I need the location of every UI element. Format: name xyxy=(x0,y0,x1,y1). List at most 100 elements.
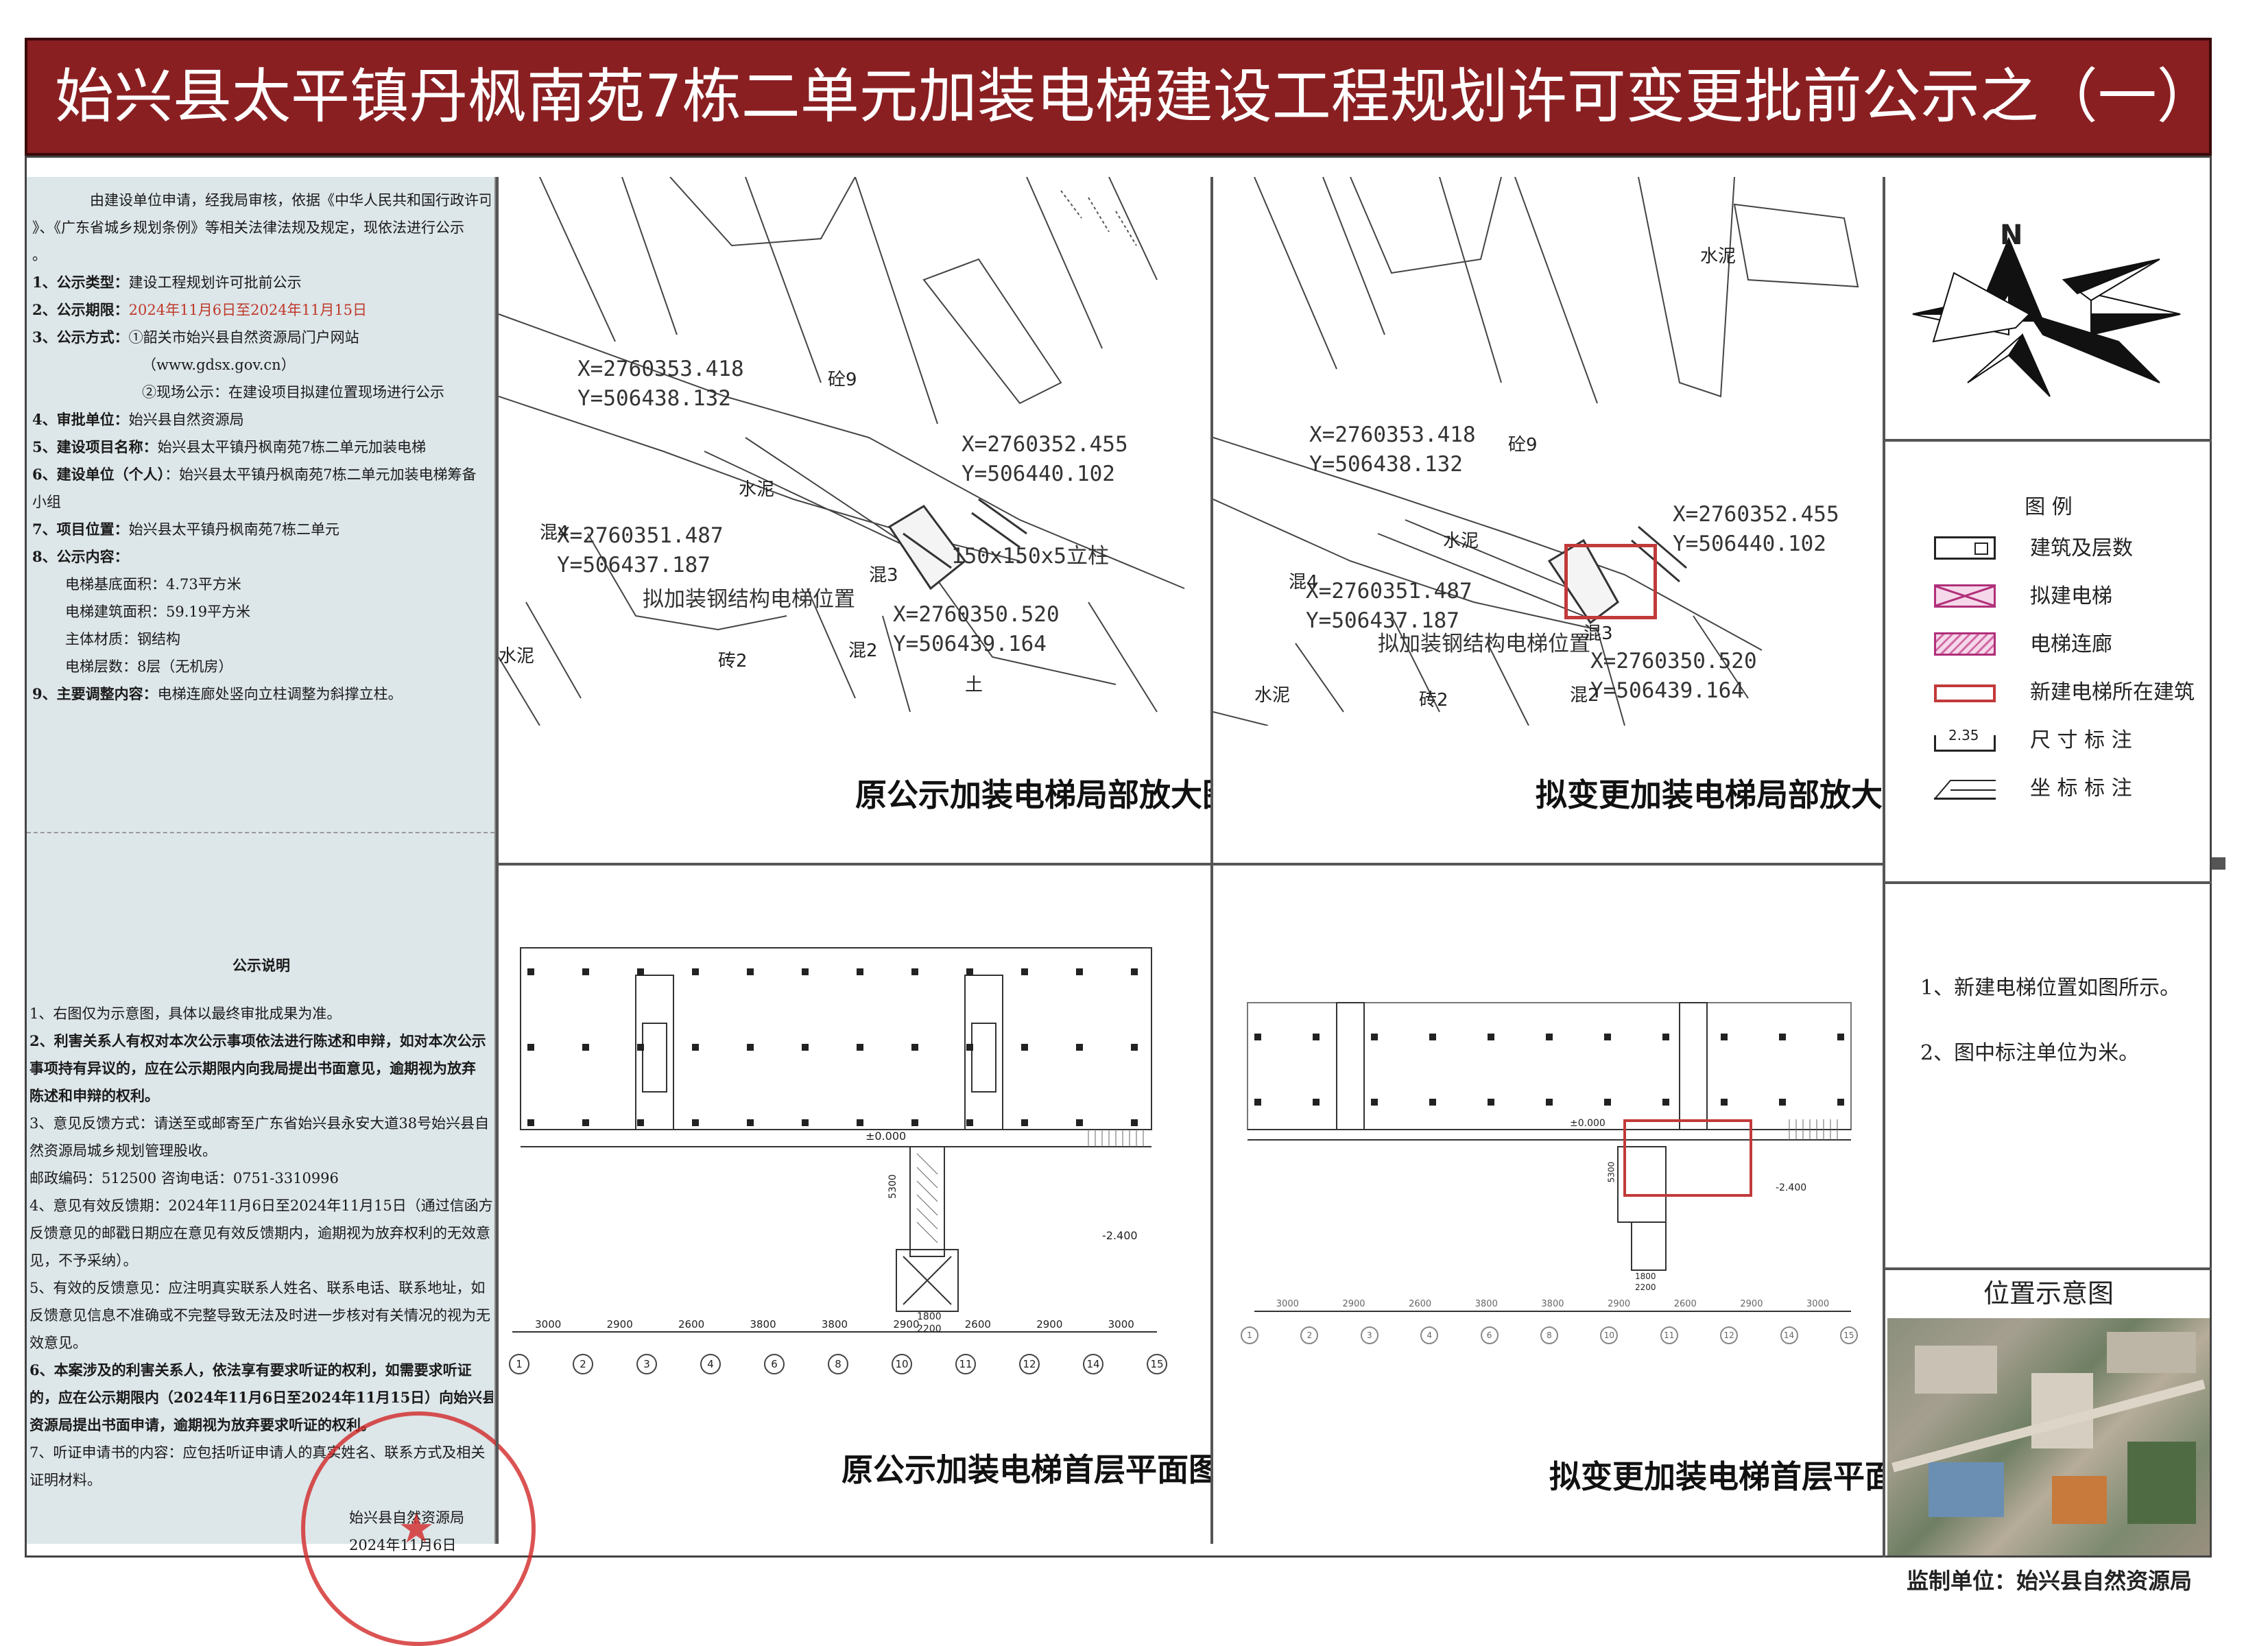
legend-label: 坐 标 标 注 xyxy=(2030,776,2132,800)
dimension-label: 3000 xyxy=(1276,1299,1299,1309)
elevator-position-label: 拟加装钢结构电梯位置 xyxy=(1378,632,1590,656)
coord-x4: X=2760350.520 xyxy=(893,602,1060,627)
building-label: 混3 xyxy=(1584,623,1613,644)
vertical-divider xyxy=(1883,177,1885,1558)
legend-label: 新建电梯所在建筑 xyxy=(2030,680,2195,704)
axis-label: 14 xyxy=(1083,1354,1103,1374)
page-title: 始兴县太平镇丹枫南苑7栋二单元加装电梯建设工程规划许可变更批前公示之（一） xyxy=(25,38,2212,156)
axis-label: 11 xyxy=(1660,1326,1678,1344)
vertical-divider xyxy=(1210,177,1213,1544)
supervising-unit: 监制单位：始兴县自然资源局 xyxy=(1907,1568,2193,1594)
info-item: 4、审批单位：始兴县自然资源局 xyxy=(32,411,244,428)
notice-line: 邮政编码：512500 咨询电话：0751-3310996 xyxy=(29,1170,339,1186)
dimension-label: 2900 xyxy=(606,1318,633,1331)
axis-label: 15 xyxy=(1839,1326,1858,1344)
elevation-label: ±0.000 xyxy=(866,1130,907,1143)
north-arrow-icon xyxy=(1912,237,2181,397)
coord-y3: Y=506437.187 xyxy=(1306,608,1459,633)
building-label: 混4 xyxy=(1289,572,1318,593)
notice-body: 由建设单位申请，经我局审核，依据《中华人民共和国行政许可法 》、《广东省城乡规划… xyxy=(32,187,490,708)
dimension-label: 3800 xyxy=(821,1318,848,1331)
info-item: 主体材质：钢结构 xyxy=(65,631,180,647)
dimension-label: 3000 xyxy=(535,1318,562,1331)
new-elevator-highlight xyxy=(1623,1119,1752,1197)
notice-heading: 公示说明 xyxy=(232,957,290,974)
map-block xyxy=(1915,1346,1997,1394)
host-building-symbol-icon xyxy=(1934,684,1996,702)
section-divider xyxy=(27,832,494,835)
coord-y2: Y=506440.102 xyxy=(962,462,1115,486)
dimension-label: 3800 xyxy=(1475,1299,1498,1309)
coord-x3: X=2760351.487 xyxy=(1306,579,1472,604)
compass-panel: N xyxy=(1885,177,2212,439)
notice-list: 1、右图仅为示意图，具体以最终审批成果为准。 2、利害关系人有权对本次公示事项依… xyxy=(29,1000,493,1494)
notice-line: 陈述和申辩的权利。 xyxy=(29,1087,159,1104)
orig-detail-drawing xyxy=(499,177,1185,726)
notice-line: 然资源局城乡规划管理股收。 xyxy=(29,1143,217,1159)
notice-line: 5、有效的反馈意见：应注明真实联系人姓名、联系电话、联系地址，如 xyxy=(29,1280,486,1296)
map-block xyxy=(2031,1373,2093,1448)
coord-y1: Y=506438.132 xyxy=(1309,452,1463,477)
location-satellite-image xyxy=(1887,1318,2210,1555)
horizontal-divider xyxy=(1883,439,2212,442)
elevation-label: ±0.000 xyxy=(1570,1118,1605,1129)
caption-new-detail: 拟变更加装电梯局部放大图 xyxy=(1536,776,1883,813)
info-item: 2、公示期限：2024年11月6日至2024年11月15日 xyxy=(32,301,368,318)
note-line: 1、新建电梯位置如图所示。 xyxy=(1920,976,2181,1000)
info-item: 电梯基底面积：4.73平方米 xyxy=(65,576,241,593)
horizontal-divider xyxy=(496,863,1883,866)
notice-line: 见，不予采纳）。 xyxy=(29,1252,138,1269)
axis-label: 12 xyxy=(1019,1354,1040,1374)
legend-label: 电梯连廊 xyxy=(2030,632,2112,656)
new-elevator-highlight xyxy=(1564,544,1657,619)
dimension-label: 1800 xyxy=(917,1311,942,1322)
dimension-label: 3000 xyxy=(1806,1299,1830,1309)
coord-y2: Y=506440.102 xyxy=(1673,532,1826,556)
map-block xyxy=(1929,1462,2004,1517)
dimension-label: 3000 xyxy=(1108,1318,1134,1331)
notice-line: 2、利害关系人有权对本次公示事项依法进行陈述和申辩，如对本次公示 xyxy=(29,1032,486,1049)
notice-line: 事项持有异议的，应在公示期限内向我局提出书面意见，逾期视为放弃 xyxy=(29,1060,476,1077)
coord-y4: Y=506439.164 xyxy=(1590,678,1744,703)
dimension-label: 2900 xyxy=(893,1318,920,1331)
axis-label: 3 xyxy=(1360,1326,1378,1344)
coord-x3: X=2760351.487 xyxy=(557,523,724,548)
dimension-label: 2900 xyxy=(1740,1299,1763,1309)
notice-line: 4、意见有效反馈期：2024年11月6日至2024年11月15日（通过信函方式 xyxy=(29,1197,493,1214)
info-item: 1、公示类型：建设工程规划许可批前公示 xyxy=(32,274,302,291)
ground-label: 水泥 xyxy=(499,646,535,667)
caption-orig-detail: 原公示加装电梯局部放大图 xyxy=(855,776,1210,813)
coordinate-symbol-icon xyxy=(1934,776,1996,800)
dimension-symbol-icon: 2.35 xyxy=(1934,727,1996,752)
elevator-position-label: 拟加装钢结构电梯位置 xyxy=(643,587,855,612)
notice-line: 1、右图仅为示意图，具体以最终审批成果为准。 xyxy=(29,1005,342,1022)
axis-label: 6 xyxy=(764,1354,785,1374)
horizontal-divider xyxy=(1883,881,2212,884)
info-item: 电梯层数：8层（无机房） xyxy=(65,658,233,675)
info-item: 电梯建筑面积：59.19平方米 xyxy=(65,604,251,620)
axis-label: 6 xyxy=(1480,1326,1499,1344)
axis-label: 11 xyxy=(955,1354,976,1374)
info-item: 8、公示内容： xyxy=(32,548,129,565)
intro-line: 》、《广东省城乡规划条例》等相关法律法规及规定，现依法进行公示 xyxy=(32,219,464,236)
dimension-sample: 2.35 xyxy=(1948,727,1979,743)
info-item: （www.gdsx.gov.cn） xyxy=(142,357,296,373)
notice-line: 证明材料。 xyxy=(29,1472,102,1488)
legend-title: 图 例 xyxy=(2025,495,2073,519)
intro-line: 。 xyxy=(32,247,47,263)
vertical-divider xyxy=(496,177,499,1544)
ground-label: 水泥 xyxy=(739,479,775,500)
north-label: N xyxy=(2000,219,2023,251)
dimension-label: 2900 xyxy=(1608,1299,1631,1309)
coord-x2: X=2760352.455 xyxy=(962,432,1128,457)
dimension-label: 5300 xyxy=(887,1174,898,1199)
orig-floor-drawing xyxy=(512,947,1157,1333)
axis-label: 15 xyxy=(1147,1354,1167,1374)
axis-label: 4 xyxy=(1420,1326,1439,1344)
dimension-label: 3800 xyxy=(750,1318,776,1331)
axis-label: 2 xyxy=(1300,1326,1319,1344)
note-line: 2、图中标注单位为米。 xyxy=(1920,1041,2140,1065)
dimension-label: 3800 xyxy=(1541,1299,1564,1309)
